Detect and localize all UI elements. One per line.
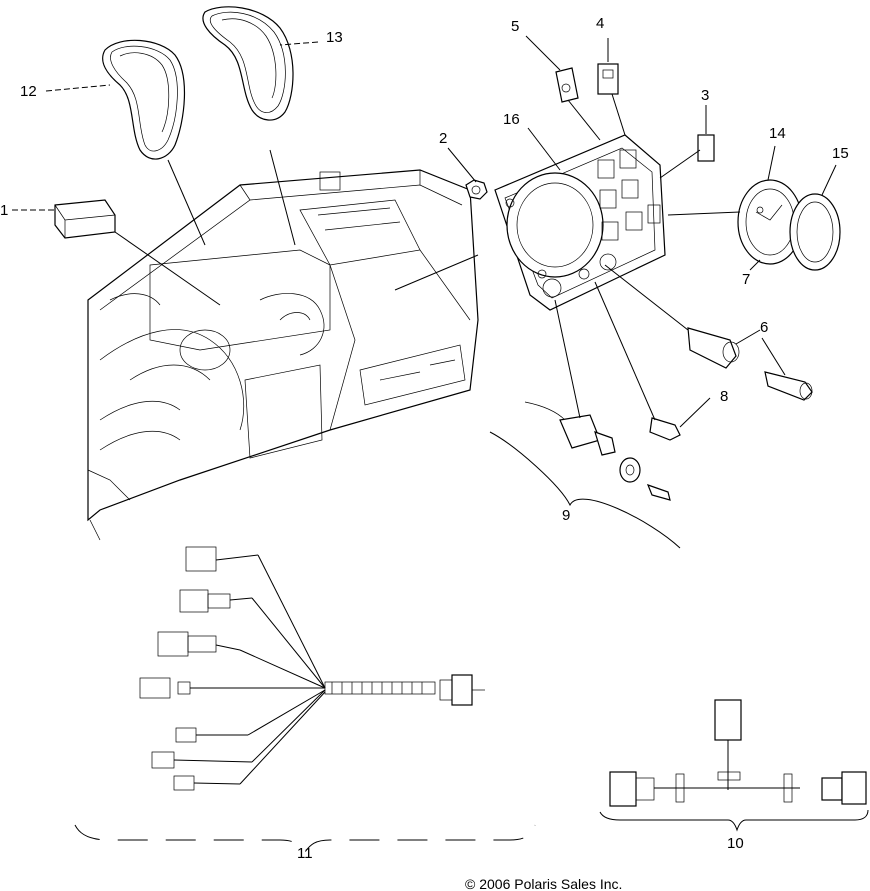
callout-14: 14 (769, 125, 786, 142)
callout-12: 12 (20, 83, 37, 100)
callout-10: 10 (727, 835, 744, 852)
callout-13: 13 (326, 29, 343, 46)
bezel-ring (789, 193, 841, 271)
callout-7: 7 (742, 271, 750, 288)
callout-2: 2 (439, 130, 447, 147)
ignition-switch (524, 401, 671, 501)
callout-1: 1 (0, 202, 8, 219)
knee-pad-left (102, 39, 185, 160)
dashboard-assembly (87, 169, 479, 541)
callout-16: 16 (503, 111, 520, 128)
callout-3: 3 (701, 87, 709, 104)
knee-pad-right (202, 6, 294, 121)
connector-block (54, 199, 116, 239)
leader-lines (12, 35, 837, 549)
main-wiring-harness (139, 546, 485, 791)
callout-8: 8 (720, 388, 728, 405)
switch-4 (597, 63, 619, 95)
copyright-notice: © 2006 Polaris Sales Inc. (465, 876, 622, 891)
indicator-light (649, 417, 681, 441)
power-outlet (687, 327, 813, 401)
callout-9: 9 (562, 507, 570, 524)
callout-5: 5 (511, 18, 519, 35)
lens-cover (697, 134, 715, 162)
instrument-panel (494, 134, 666, 311)
switch-5 (555, 67, 579, 103)
sub-harness (609, 699, 867, 807)
callout-6: 6 (760, 319, 768, 336)
nut (465, 179, 488, 200)
brace-10 (599, 809, 869, 832)
callout-15: 15 (832, 145, 849, 162)
callout-11: 11 (297, 845, 313, 862)
callout-4: 4 (596, 15, 604, 32)
brace-11 (74, 824, 536, 853)
